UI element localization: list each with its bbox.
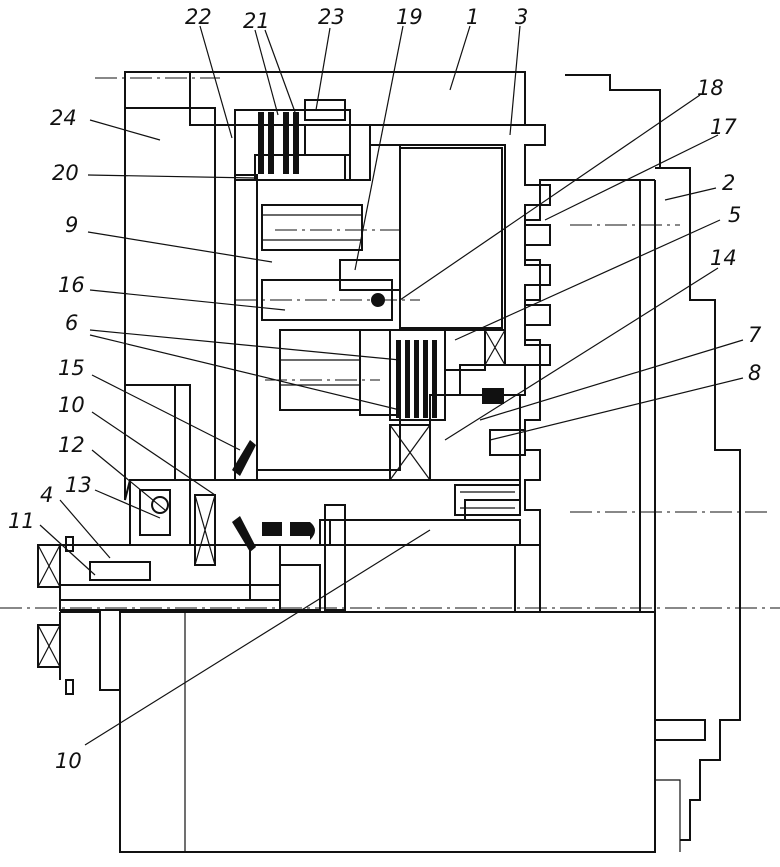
part-24-left-housing bbox=[124, 71, 216, 501]
part-labels: 22 21 23 19 1 3 18 17 24 20 2 9 5 14 16 … bbox=[8, 5, 762, 773]
label-4: 4 bbox=[40, 483, 53, 507]
label-20: 20 bbox=[52, 161, 79, 185]
part-1-top-housing bbox=[124, 71, 526, 126]
label-5: 5 bbox=[728, 203, 741, 227]
part-3-wall bbox=[369, 124, 551, 366]
label-19: 19 bbox=[396, 5, 423, 29]
main-shaft bbox=[189, 479, 521, 546]
label-14: 14 bbox=[710, 246, 737, 270]
label-8: 8 bbox=[748, 361, 761, 385]
label-6: 6 bbox=[65, 311, 78, 335]
label-15: 15 bbox=[58, 356, 85, 380]
shaft-sleeve bbox=[249, 504, 541, 613]
label-11: 11 bbox=[8, 509, 35, 533]
lower-shaft bbox=[119, 611, 706, 853]
left-hub bbox=[37, 479, 281, 695]
label-16: 16 bbox=[58, 273, 85, 297]
label-10-bottom: 10 bbox=[55, 749, 82, 773]
label-23: 23 bbox=[318, 5, 345, 29]
lower-clutch-6 bbox=[389, 329, 506, 481]
label-12: 12 bbox=[58, 433, 85, 457]
label-3: 3 bbox=[515, 5, 528, 29]
seals bbox=[232, 440, 315, 552]
label-2: 2 bbox=[722, 171, 735, 195]
label-21: 21 bbox=[243, 9, 270, 33]
piston-assembly bbox=[429, 364, 526, 481]
inner-cavity bbox=[399, 147, 503, 329]
upper-clutch-21 bbox=[234, 99, 351, 181]
label-13: 13 bbox=[65, 473, 92, 497]
central-carrier bbox=[256, 144, 401, 471]
label-9: 9 bbox=[65, 213, 78, 237]
label-7: 7 bbox=[748, 323, 762, 347]
label-10-top: 10 bbox=[58, 393, 85, 417]
label-22: 22 bbox=[185, 5, 212, 29]
label-17: 17 bbox=[710, 115, 737, 139]
pin-marker bbox=[371, 293, 385, 307]
label-18: 18 bbox=[697, 76, 724, 100]
centre-lines bbox=[0, 77, 780, 609]
right-stepped-outline bbox=[565, 74, 741, 841]
label-1: 1 bbox=[466, 5, 479, 29]
label-24: 24 bbox=[50, 106, 77, 130]
leader-lines bbox=[39, 25, 744, 746]
